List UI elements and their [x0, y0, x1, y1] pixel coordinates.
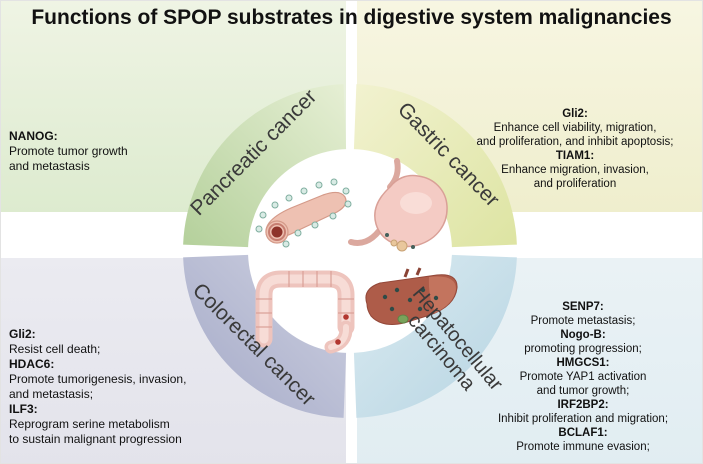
gene-function-line: Promote metastasis;	[530, 315, 636, 327]
pancreatic-arc	[183, 84, 347, 248]
gene-function-line: and metastasis	[9, 159, 90, 173]
gastric-substrates-block: Gli2: Enhance cell viability, migration, a…	[456, 107, 694, 191]
gene-name: HMGCS1:	[556, 357, 610, 369]
hepatocellular-arc	[353, 254, 517, 418]
gene-function-line: Enhance cell viability, migration,	[493, 122, 657, 134]
colon-icon	[255, 270, 355, 354]
hepatocellular-substrates-block: SENP7: Promote metastasis; Nogo-B: promotin…	[469, 300, 697, 454]
gene-function-line: Resist cell death;	[9, 342, 101, 356]
gene-name: Nogo-B:	[560, 329, 606, 341]
pancreas-icon	[255, 178, 352, 248]
gene-function-line: Promote YAP1 activation	[519, 371, 647, 383]
gastric-arc	[353, 84, 517, 248]
gene-function-line: Promote tumor growth	[9, 144, 128, 158]
gene-function-line: Promote tumorigenesis, invasion,	[9, 372, 187, 386]
gene-name: ILF3:	[9, 402, 38, 416]
gene-name: Gli2:	[9, 327, 36, 341]
gene-name: SENP7:	[562, 301, 604, 313]
gene-function-line: Reprogram serine metabolism	[9, 417, 170, 431]
colorectal-substrates-block: Gli2:Resist cell death;HDAC6:Promote tum…	[9, 327, 224, 447]
gene-function-line: and metastasis;	[9, 387, 94, 401]
gene-name: TIAM1:	[555, 150, 595, 162]
pancreatic-substrates-block: NANOG:Promote tumor growth and metastasi…	[9, 129, 187, 174]
figure-title: Functions of SPOP substrates in digestiv…	[31, 6, 672, 29]
gene-name: BCLAF1:	[558, 427, 608, 439]
gene-function-line: Enhance migration, invasion,	[501, 164, 649, 176]
gene-function-line: Inhibit proliferation and migration;	[497, 413, 669, 425]
gene-function-line: and tumor growth;	[536, 385, 630, 397]
gene-function-line: Promote immune evasion;	[516, 441, 650, 453]
gene-function-line: to sustain malignant progression	[9, 432, 182, 446]
liver-icon	[365, 267, 458, 325]
gene-name: IRF2BP2:	[557, 399, 609, 411]
gene-function-line: promoting progression;	[524, 343, 642, 355]
gene-function-line: and proliferation	[533, 178, 617, 190]
gene-function-line: and proliferation, and inhibit apoptosis…	[476, 136, 674, 148]
gene-name: NANOG:	[9, 129, 58, 143]
gene-name: Gli2:	[562, 108, 588, 120]
stomach-icon	[348, 158, 448, 252]
gene-name: HDAC6:	[9, 357, 55, 371]
